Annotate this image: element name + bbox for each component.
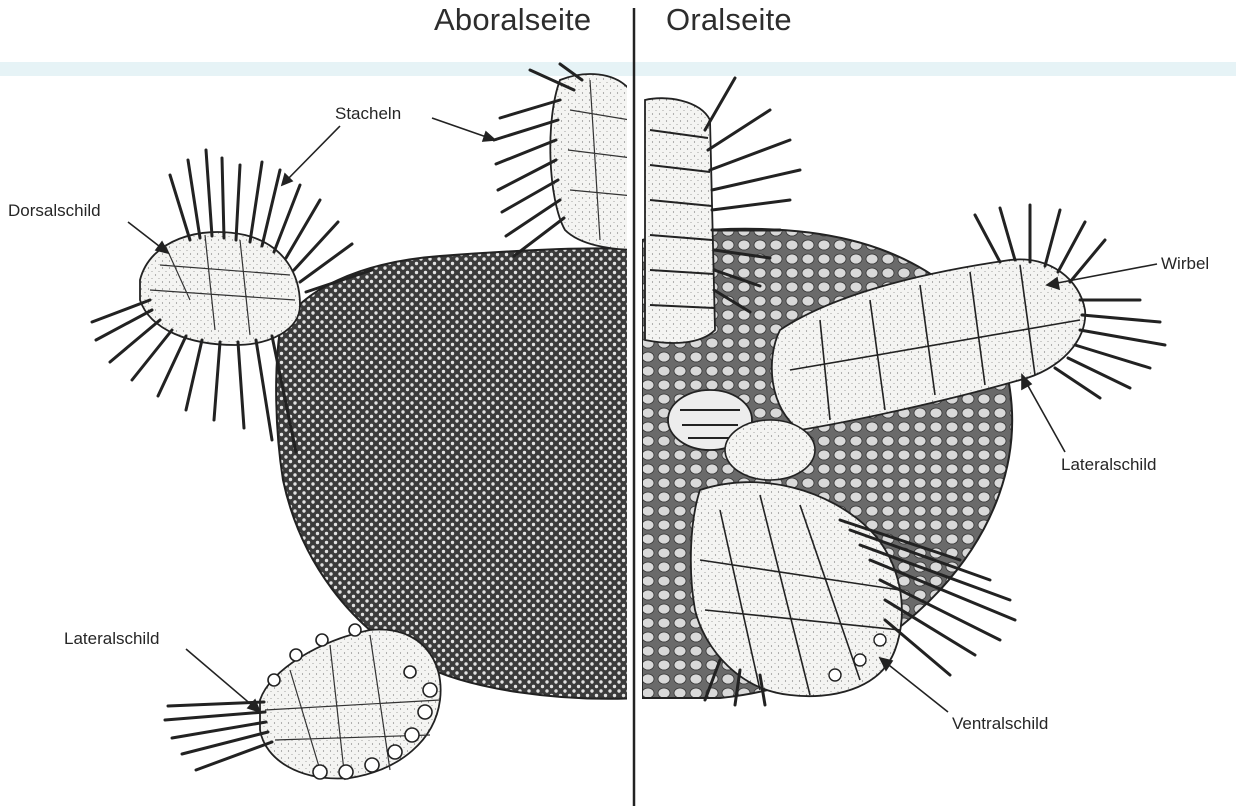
oral-side-title: Oralseite (666, 2, 792, 38)
oral-side-drawing (642, 78, 1165, 705)
leader-stacheln-left (282, 126, 340, 185)
label-wirbel: Wirbel (1161, 254, 1209, 274)
label-lateralschild-left: Lateralschild (64, 629, 159, 649)
label-stacheln: Stacheln (335, 104, 401, 124)
top-band (0, 62, 1236, 76)
label-lateralschild-right: Lateralschild (1061, 455, 1156, 475)
leader-lateralschild-right (1022, 375, 1065, 452)
lateral-arm-left (165, 624, 441, 780)
label-ventralschild: Ventralschild (952, 714, 1048, 734)
top-arm (494, 64, 640, 256)
aboral-body (276, 248, 640, 698)
aboral-side-title: Aboralseite (434, 2, 591, 38)
aboral-side-drawing (92, 64, 640, 780)
label-dorsalschild: Dorsalschild (8, 201, 101, 221)
